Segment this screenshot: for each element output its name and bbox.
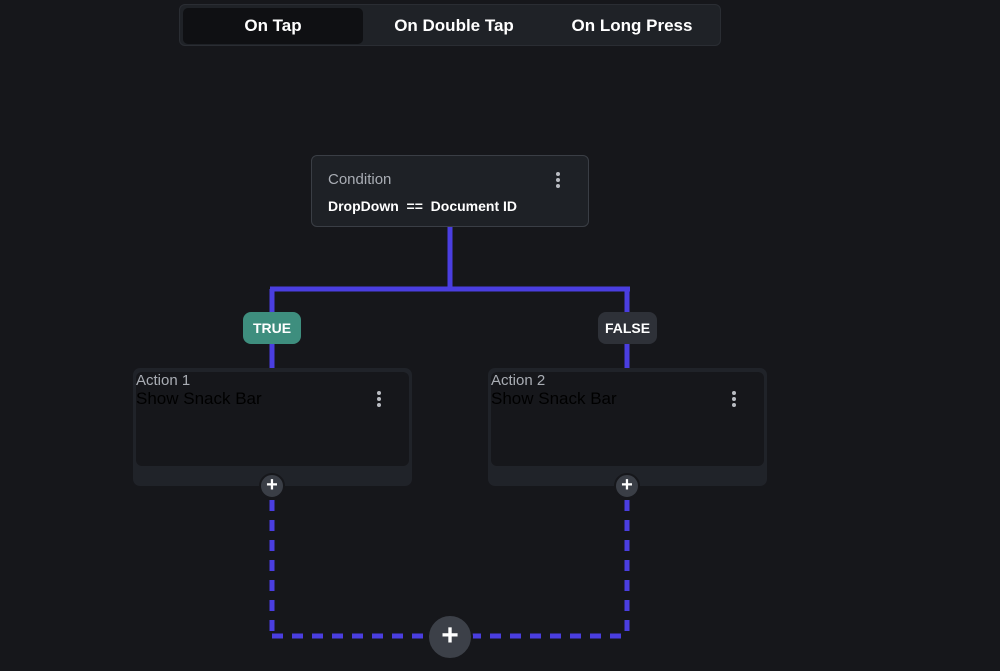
plus-icon: + — [441, 619, 459, 652]
tab-on-long-press[interactable]: On Long Press — [571, 16, 693, 35]
action-1-container: Action 1 Show Snack Bar — [133, 368, 412, 486]
plus-icon: + — [621, 474, 633, 496]
trigger-tab-bar: On Tap On Double Tap On Long Press — [179, 4, 721, 46]
action-2-name: Show Snack Bar — [491, 389, 617, 408]
action-1-title: Action 1 — [136, 372, 191, 389]
add-after-action-1-button[interactable]: + — [259, 473, 285, 499]
false-branch-badge: FALSE — [598, 312, 657, 344]
tab-on-tap[interactable]: On Tap — [183, 8, 363, 44]
add-after-action-2-button[interactable]: + — [614, 473, 640, 499]
condition-expression: DropDown == Document ID — [328, 198, 518, 214]
action-1-name: Show Snack Bar — [136, 389, 262, 408]
add-action-button[interactable]: + — [427, 614, 473, 660]
plus-icon: + — [266, 474, 278, 496]
action-2-card[interactable]: Action 2 Show Snack Bar — [491, 372, 764, 466]
tab-on-double-tap[interactable]: On Double Tap — [394, 16, 514, 35]
condition-card[interactable]: Condition DropDown == Document ID — [311, 155, 589, 227]
condition-title: Condition — [328, 171, 392, 188]
action-2-container: Action 2 Show Snack Bar — [488, 368, 767, 486]
more-vertical-icon[interactable] — [555, 172, 561, 190]
action-1-card[interactable]: Action 1 Show Snack Bar — [136, 372, 409, 466]
action-2-title: Action 2 — [491, 372, 546, 389]
solid-connectors — [269, 227, 630, 370]
true-branch-badge: TRUE — [243, 312, 301, 344]
more-vertical-icon[interactable] — [376, 391, 382, 409]
more-vertical-icon[interactable] — [731, 391, 737, 409]
